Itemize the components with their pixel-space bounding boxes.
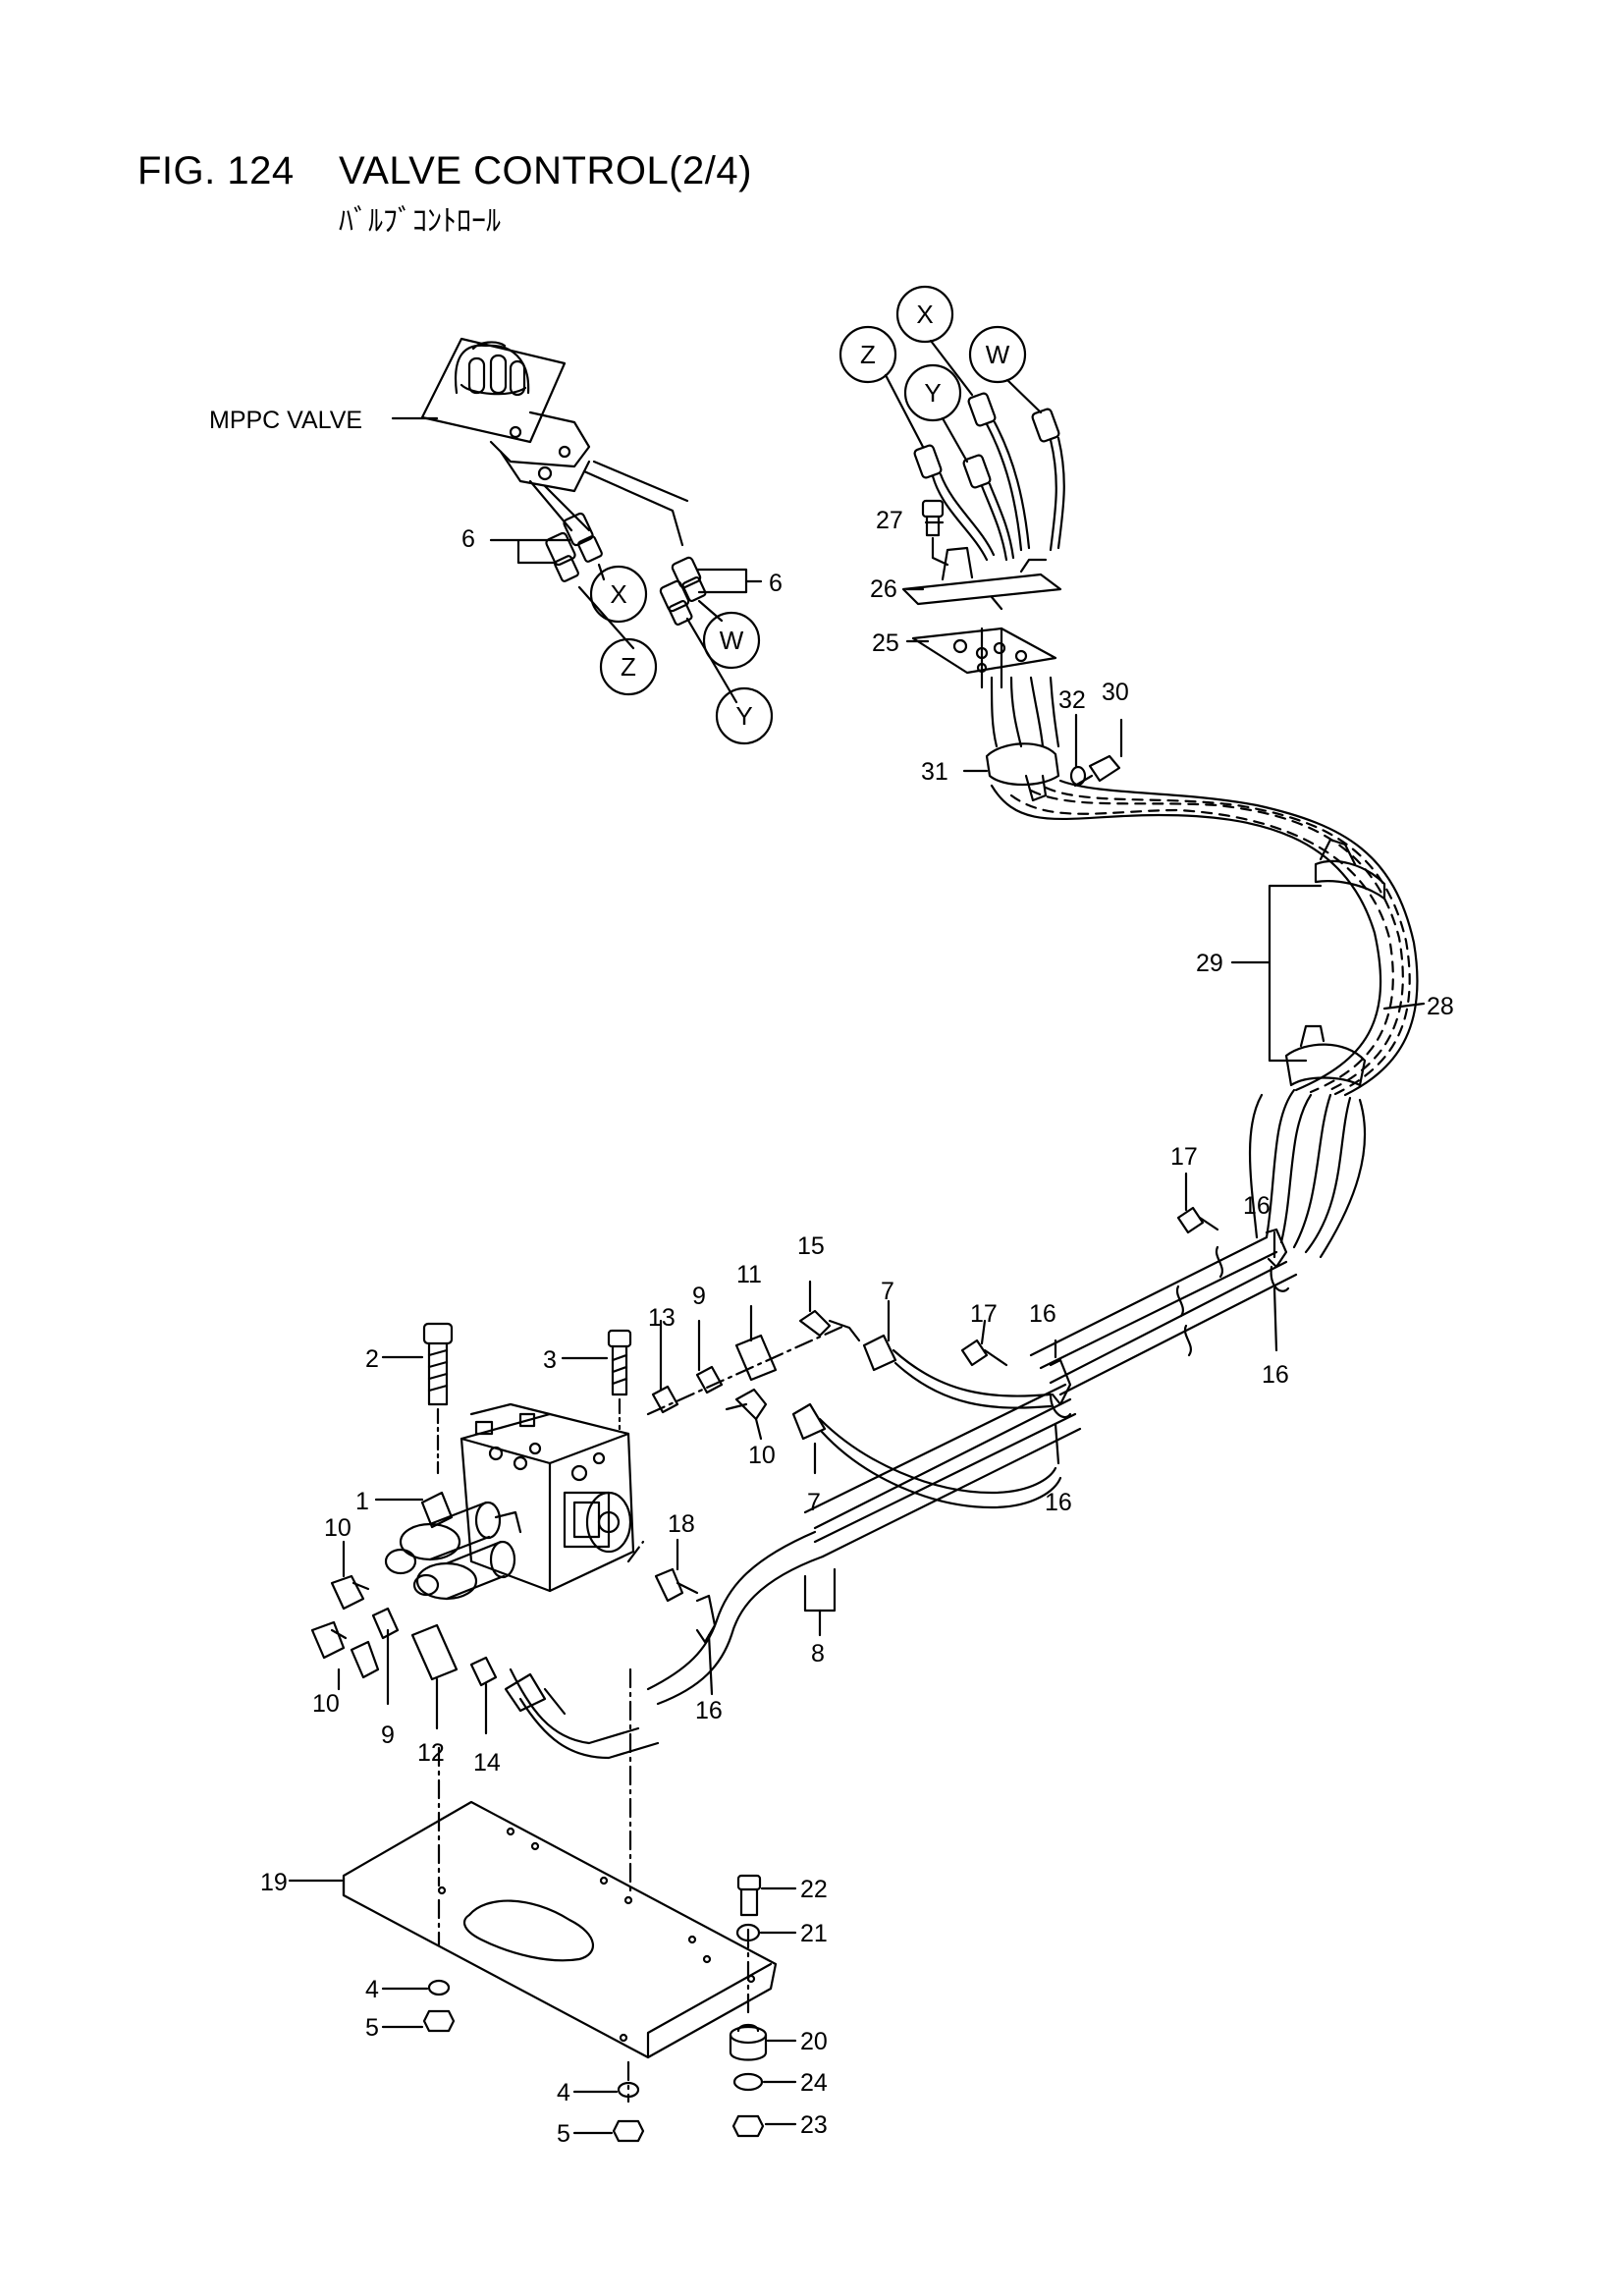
part-label-10-middle: 10 bbox=[748, 1442, 776, 1469]
part-label-21: 21 bbox=[800, 1920, 828, 1947]
part-label-22: 22 bbox=[800, 1876, 828, 1903]
callout-y-mppc: Y bbox=[735, 701, 752, 731]
callout-z-mppc: Z bbox=[621, 652, 636, 682]
callout-z-hose: Z bbox=[860, 340, 876, 369]
hose-bundle-28 bbox=[990, 779, 1426, 1097]
part-label-24: 24 bbox=[800, 2069, 828, 2097]
part-label-10-left-upper: 10 bbox=[324, 1514, 352, 1542]
part-label-30: 30 bbox=[1102, 679, 1129, 706]
part-label-17-middle: 17 bbox=[970, 1300, 998, 1328]
mounting-plate-drawing bbox=[288, 1800, 797, 2143]
mppc-valve-label: MPPC VALVE bbox=[209, 407, 362, 434]
part-label-27: 27 bbox=[876, 507, 903, 534]
control-valve-drawing bbox=[310, 1322, 635, 1897]
part-label-25: 25 bbox=[872, 629, 899, 657]
figure-number: FIG. 124 bbox=[137, 149, 295, 192]
part-label-16-d: 16 bbox=[1045, 1489, 1072, 1516]
part-label-16-lower: 16 bbox=[695, 1697, 723, 1724]
part-label-6-right: 6 bbox=[769, 570, 783, 597]
part-label-32: 32 bbox=[1058, 686, 1086, 714]
hose-ends-upper bbox=[839, 285, 1123, 802]
part-label-14: 14 bbox=[473, 1749, 501, 1777]
part-label-16-c: 16 bbox=[1029, 1300, 1056, 1328]
part-label-16-a: 16 bbox=[1243, 1192, 1271, 1220]
part-label-31: 31 bbox=[921, 758, 948, 786]
part-label-23: 23 bbox=[800, 2111, 828, 2139]
part-label-7-upper: 7 bbox=[881, 1278, 894, 1305]
part-label-5-upper: 5 bbox=[365, 2014, 379, 2042]
labels: MPPC VALVE X Z W Y Z X Y W 6 6 27 26 25 … bbox=[209, 300, 1454, 2148]
figure-name: VALVE CONTROL(2/4) bbox=[339, 149, 752, 192]
callout-y-hose: Y bbox=[924, 378, 941, 408]
part-label-10-left-lower: 10 bbox=[312, 1690, 340, 1718]
part-label-20: 20 bbox=[800, 2028, 828, 2055]
part-label-13: 13 bbox=[648, 1304, 676, 1332]
figure-title: FIG. 124 VALVE CONTROL(2/4) bbox=[137, 149, 752, 193]
part-label-26: 26 bbox=[870, 575, 897, 603]
part-label-2: 2 bbox=[365, 1345, 379, 1373]
callout-w-hose: W bbox=[986, 340, 1010, 369]
part-label-9-lower: 9 bbox=[381, 1722, 395, 1749]
hose-lines-lower bbox=[504, 1088, 1367, 1760]
part-label-4-lower: 4 bbox=[557, 2079, 570, 2106]
part-label-15: 15 bbox=[797, 1232, 825, 1260]
part-label-5-lower: 5 bbox=[557, 2120, 570, 2148]
part-label-4-upper: 4 bbox=[365, 1976, 379, 2003]
callout-x-mppc: X bbox=[610, 579, 626, 609]
part-label-29: 29 bbox=[1196, 950, 1223, 977]
callout-x-hose: X bbox=[916, 300, 933, 329]
part-label-8: 8 bbox=[811, 1640, 825, 1667]
part-label-16-b: 16 bbox=[1262, 1361, 1289, 1389]
part-label-28: 28 bbox=[1427, 993, 1454, 1020]
part-label-3: 3 bbox=[543, 1346, 557, 1374]
part-label-12: 12 bbox=[417, 1739, 445, 1767]
part-label-7-lower: 7 bbox=[807, 1489, 821, 1516]
port-callouts-mppc bbox=[589, 565, 774, 745]
callout-w-mppc: W bbox=[720, 626, 744, 655]
leader-lines bbox=[905, 520, 945, 643]
part-label-17-upper: 17 bbox=[1170, 1143, 1198, 1171]
part-label-6-left: 6 bbox=[461, 525, 475, 553]
part-label-11: 11 bbox=[736, 1261, 762, 1288]
part-label-1: 1 bbox=[355, 1488, 369, 1515]
figure-subtitle: ﾊﾞﾙﾌﾞｺﾝﾄﾛｰﾙ bbox=[339, 204, 501, 239]
part-label-9-upper: 9 bbox=[692, 1283, 706, 1310]
part-label-18: 18 bbox=[668, 1510, 695, 1538]
part-label-19: 19 bbox=[260, 1869, 288, 1896]
mppc-valve-drawing bbox=[391, 337, 763, 704]
